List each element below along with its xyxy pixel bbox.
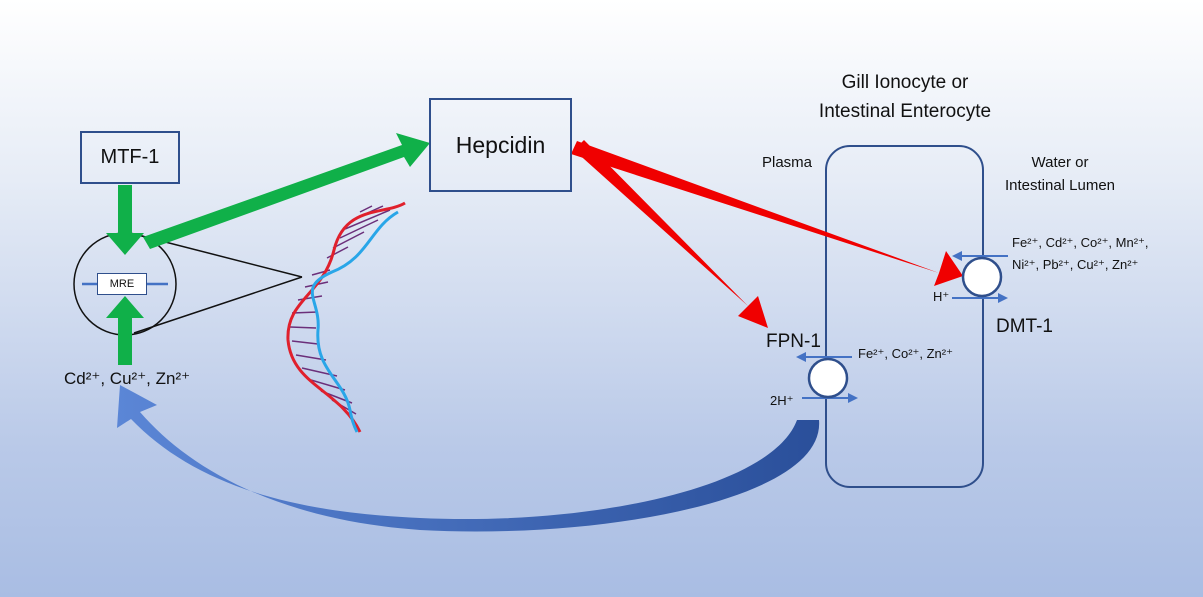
cell-outline (825, 145, 984, 488)
hepcidin-to-fpn1-arrow (574, 140, 768, 328)
water-label-line2: Intestinal Lumen (1004, 177, 1116, 194)
fpn1-transporter (796, 352, 858, 403)
metals-to-mre-arrow (106, 296, 144, 365)
mre-to-hepcidin-arrow (143, 133, 430, 249)
metals-input-label: Cd²⁺, Cu²⁺, Zn²⁺ (64, 369, 191, 388)
fpn1-ions-label: Fe²⁺, Co²⁺, Zn²⁺ (858, 346, 953, 361)
dmt1-transporter (952, 251, 1008, 303)
hepcidin-label: Hepcidin (455, 131, 546, 158)
mre-label: MRE (109, 278, 135, 290)
inhibition-arrows (571, 140, 963, 328)
fpn1-label: FPN-1 (766, 331, 821, 352)
dmt1-ions-line2: Ni²⁺, Pb²⁺, Cu²⁺, Zn²⁺ (1012, 257, 1139, 272)
mtf1-label: MTF-1 (100, 146, 160, 168)
fpn1-proton-label: 2H⁺ (770, 393, 794, 408)
zoom-line-bottom (133, 276, 303, 334)
mtf1-box: MTF-1 (80, 131, 180, 184)
cell-title-line2: Intestinal Enterocyte (818, 101, 992, 122)
hepcidin-box: Hepcidin (429, 98, 572, 192)
cell-title-line1: Gill Ionocyte or (841, 72, 969, 93)
activation-arrows (106, 133, 430, 365)
water-label-line1: Water or (1031, 154, 1089, 171)
dmt1-ions-line1: Fe²⁺, Cd²⁺, Co²⁺, Mn²⁺, (1012, 235, 1149, 250)
feedback-arrow (117, 385, 820, 532)
mtf1-to-mre-arrow (106, 185, 144, 255)
mre-box: MRE (97, 273, 147, 295)
dmt1-label: DMT-1 (996, 316, 1053, 337)
dmt1-proton-label: H⁺ (933, 289, 950, 304)
plasma-label: Plasma (762, 154, 813, 171)
hepcidin-to-dmt1-arrow (571, 141, 963, 286)
dna-helix-icon (286, 201, 406, 433)
